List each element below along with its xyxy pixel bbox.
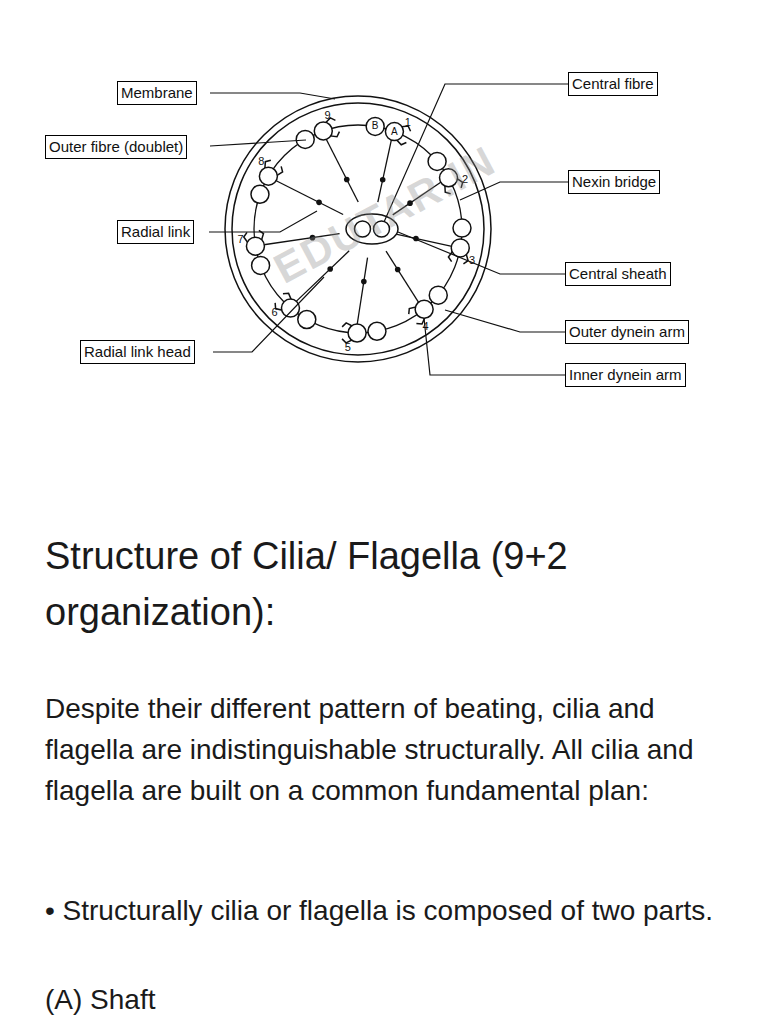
radial-link <box>357 258 367 325</box>
part-name: Inner dynein arm <box>569 365 682 385</box>
b-tubule <box>298 311 316 329</box>
label-box: Membrane <box>117 81 197 105</box>
section-heading: (A) Shaft <box>45 982 735 1018</box>
a-tubule <box>348 324 366 342</box>
radial-link-head <box>344 177 350 183</box>
callout-number: 7 <box>237 234 243 245</box>
label-box: Outer fibre (doublet) <box>45 135 187 159</box>
part-name: Nexin bridge <box>572 172 656 192</box>
b-tubule <box>366 117 384 135</box>
label-box: Central fibre <box>568 72 658 96</box>
radial-link-head <box>395 267 401 273</box>
paragraph: Despite their different pattern of beati… <box>45 688 735 811</box>
part-name: Membrane <box>121 83 193 103</box>
label-box: Central sheath <box>565 262 671 286</box>
leader-line <box>210 140 306 146</box>
callout-number: 4 <box>423 320 429 331</box>
a-tubule <box>385 123 403 141</box>
callout-number: 9 <box>324 110 330 121</box>
leader-line <box>398 232 565 274</box>
b-tubule <box>252 256 270 274</box>
label-box: Radial link <box>117 220 194 244</box>
radial-link <box>386 251 419 303</box>
watermark: EDUTAR.IN <box>268 139 503 290</box>
callout-number: 5 <box>345 341 351 352</box>
callout-number: 1 <box>405 117 411 128</box>
bullet-point: • Structurally cilia or flagella is comp… <box>45 890 735 931</box>
part-name: Outer fibre (doublet) <box>49 137 183 157</box>
tubule-letter: A <box>391 127 398 137</box>
part-name: Central sheath <box>569 264 667 284</box>
leader-line <box>209 211 317 232</box>
label-box: Inner dynein arm <box>565 363 686 387</box>
b-tubule <box>296 130 314 148</box>
label-box: Outer dynein arm <box>565 320 689 344</box>
b-tubule <box>453 219 471 237</box>
leader-line <box>210 93 335 99</box>
a-tubule <box>281 299 299 317</box>
a-tubule <box>451 239 469 257</box>
part-name: Radial link head <box>84 342 191 362</box>
callout-number: 8 <box>258 156 264 167</box>
part-name: Outer dynein arm <box>569 322 685 342</box>
leader-line <box>445 310 565 332</box>
callout-number: 3 <box>469 254 475 265</box>
leader-line <box>424 318 565 375</box>
b-tubule <box>251 185 269 203</box>
a-tubule <box>259 167 277 185</box>
radial-link <box>396 234 452 246</box>
heading: Structure of Cilia/ Flagella (9+2 organi… <box>45 528 735 640</box>
a-tubule <box>246 237 264 255</box>
b-tubule <box>368 322 386 340</box>
radial-link <box>276 181 343 215</box>
tubule-letter: B <box>372 121 379 131</box>
leader-line <box>213 277 324 352</box>
a-tubule <box>415 300 433 318</box>
label-box: Nexin bridge <box>568 170 660 194</box>
radial-link-head <box>361 279 367 285</box>
part-name: Radial link <box>121 222 190 242</box>
part-name: Central fibre <box>572 74 654 94</box>
radial-link <box>326 139 358 202</box>
radial-link-head <box>380 177 386 183</box>
b-tubule <box>429 286 447 304</box>
a-tubule <box>314 122 332 140</box>
radial-link-head <box>316 200 322 206</box>
callout-number: 6 <box>271 307 277 318</box>
label-box: Radial link head <box>80 340 195 364</box>
